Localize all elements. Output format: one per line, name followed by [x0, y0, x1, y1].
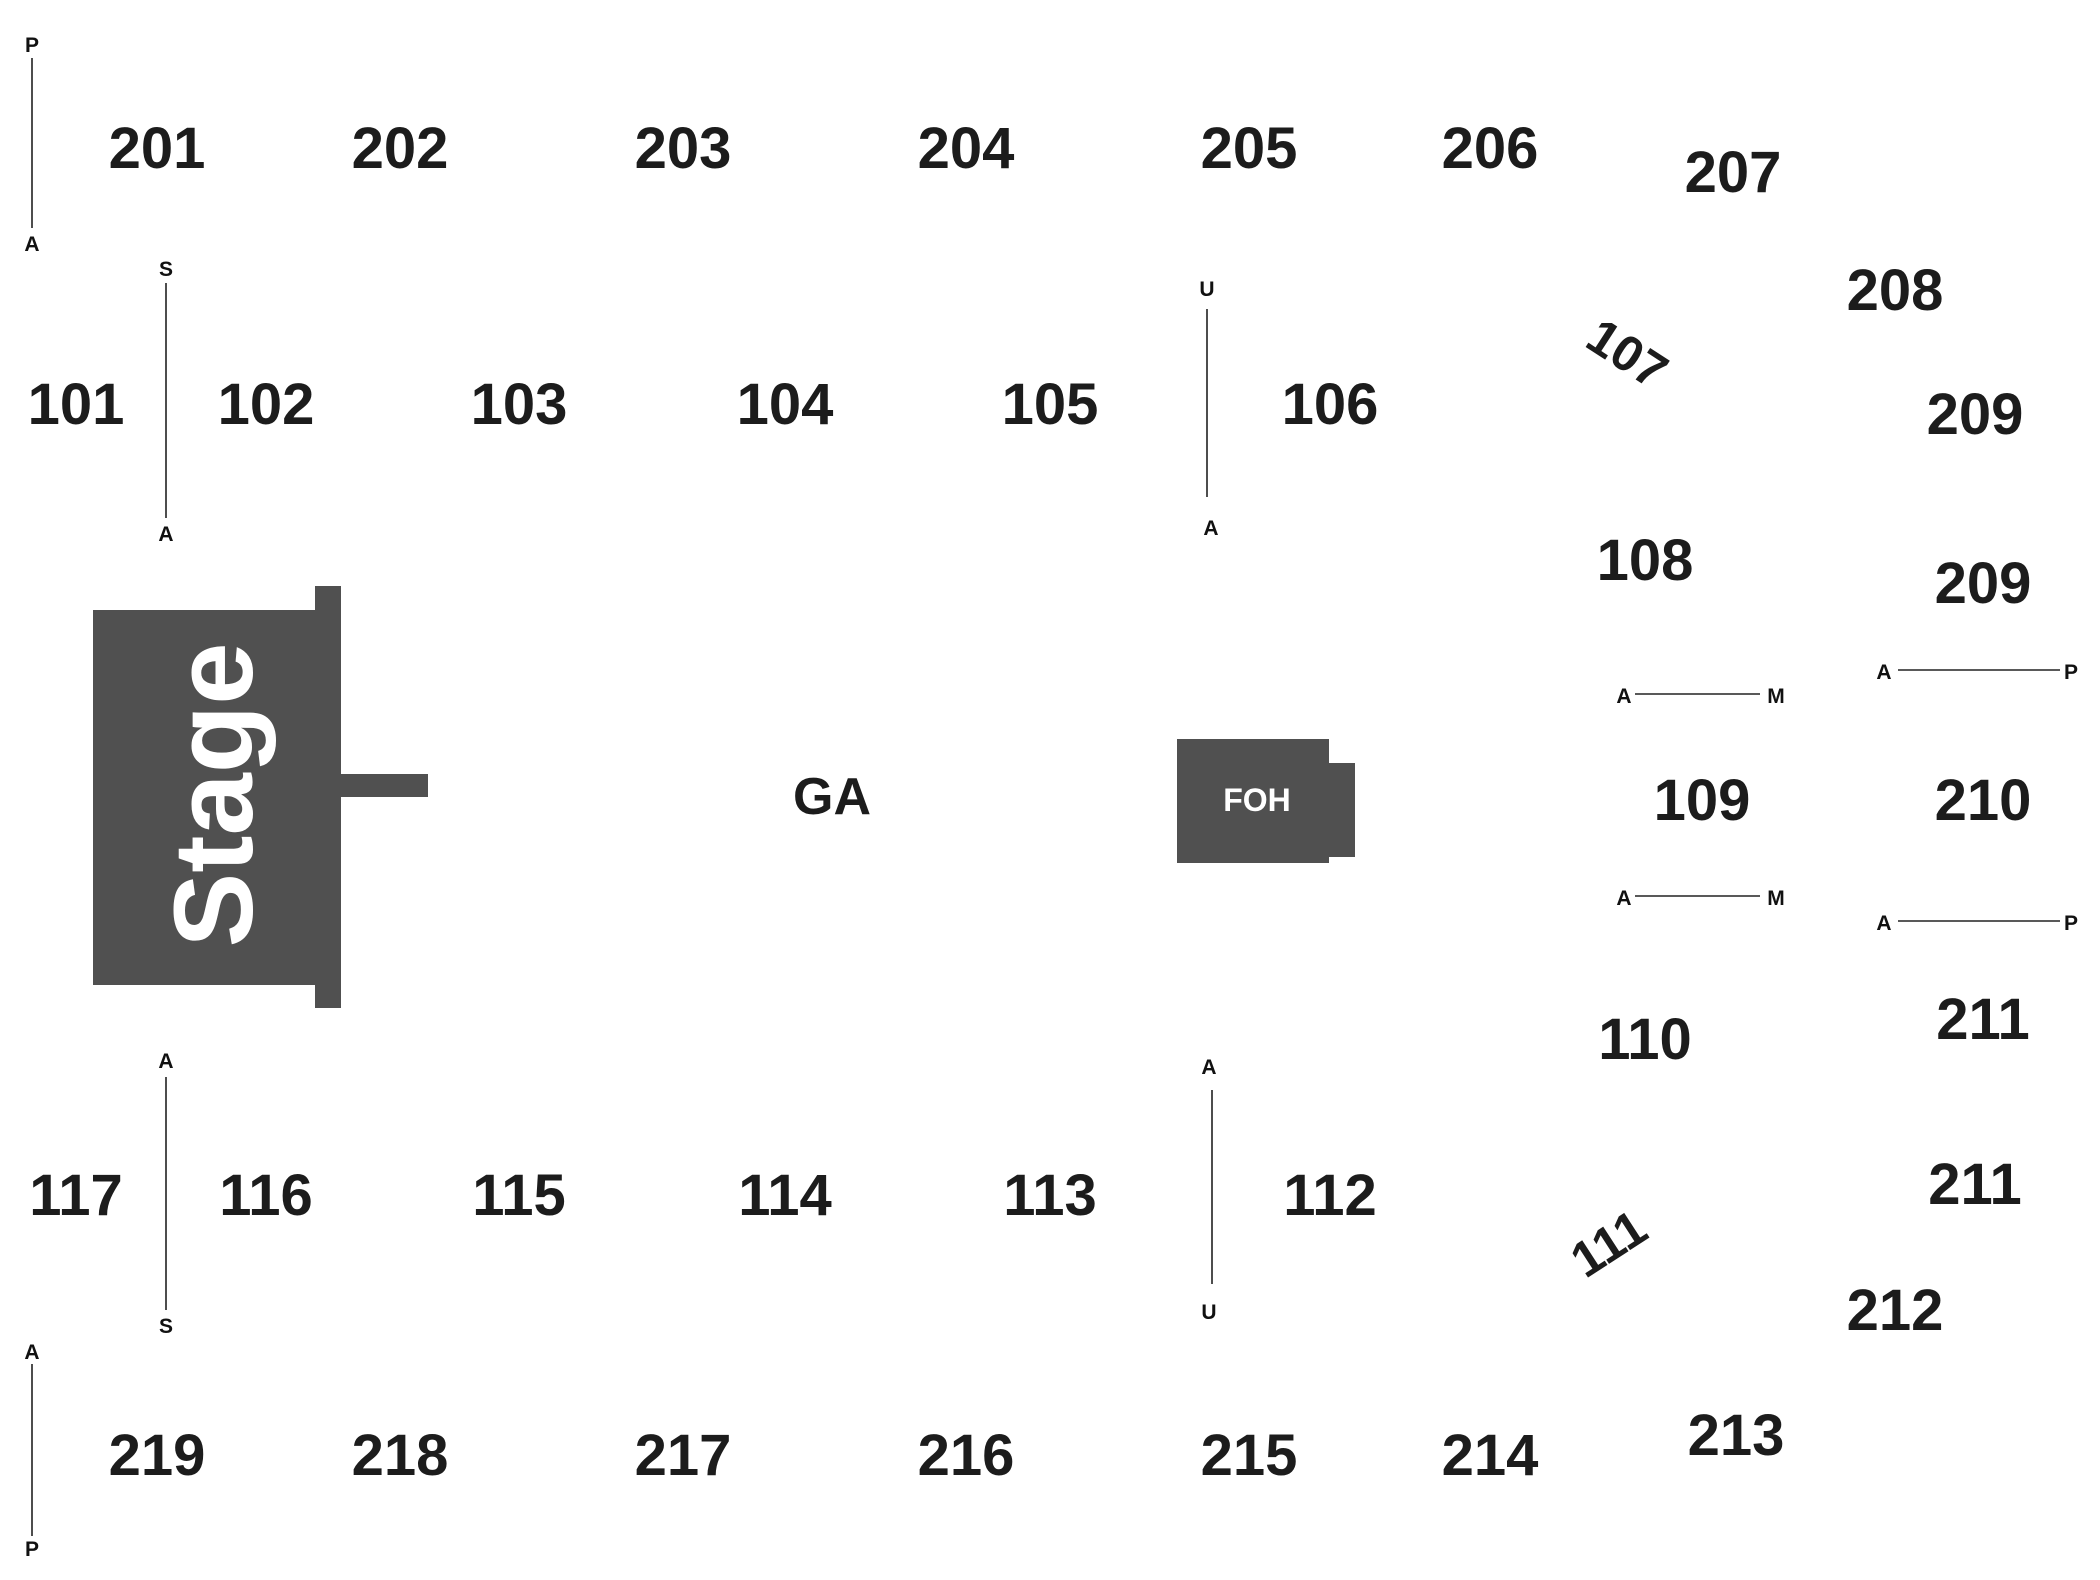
row-marker-116-bottom: S [159, 1315, 173, 1338]
section-104[interactable]: 104 [737, 372, 834, 437]
section-213[interactable]: 213 [1688, 1403, 1785, 1468]
stage-runway [338, 774, 428, 797]
section-211-lower[interactable]: 211 [1928, 1152, 2022, 1217]
section-219[interactable]: 219 [109, 1423, 206, 1488]
section-106[interactable]: 106 [1282, 372, 1379, 437]
row-marker-116-top: A [158, 1050, 173, 1073]
section-209-lower[interactable]: 209 [1935, 551, 2032, 616]
stage-front-edge [315, 586, 341, 1008]
section-212[interactable]: 212 [1847, 1278, 1944, 1343]
section-117[interactable]: 117 [29, 1163, 123, 1228]
section-110[interactable]: 110 [1598, 1007, 1692, 1072]
row-marker-109-top-right: M [1767, 685, 1785, 708]
section-116[interactable]: 116 [219, 1163, 313, 1228]
row-marker-210-top-right: P [2064, 661, 2078, 684]
section-210[interactable]: 210 [1935, 768, 2032, 833]
row-marker-left-lower-bottom: P [25, 1538, 39, 1561]
section-103[interactable]: 103 [471, 372, 568, 437]
section-101[interactable]: 101 [28, 372, 125, 437]
section-206[interactable]: 206 [1442, 116, 1539, 181]
row-marker-left-upper-top: P [25, 34, 39, 57]
row-marker-210-bottom-right: P [2064, 912, 2078, 935]
section-109[interactable]: 109 [1654, 768, 1751, 833]
section-204[interactable]: 204 [918, 116, 1015, 181]
section-215[interactable]: 215 [1201, 1423, 1298, 1488]
stage[interactable]: Stage [93, 586, 428, 1008]
section-209-upper[interactable]: 209 [1927, 382, 2024, 447]
row-marker-106-bottom: A [1203, 517, 1218, 540]
foh-block [1177, 739, 1329, 863]
row-marker-109-bottom-right: M [1767, 887, 1785, 910]
section-111[interactable]: 111 [1561, 1199, 1657, 1288]
section-113[interactable]: 113 [1003, 1163, 1097, 1228]
row-marker-109-bottom-left: A [1616, 887, 1631, 910]
row-marker-102-top: S [159, 258, 173, 281]
row-marker-112-top: A [1201, 1056, 1216, 1079]
row-marker-left-upper-bottom: A [24, 233, 39, 256]
foh-label: FOH [1223, 782, 1291, 818]
row-marker-112-bottom: U [1201, 1301, 1216, 1324]
stage-main-block [93, 610, 318, 985]
row-marker-109-top-left: A [1616, 685, 1631, 708]
section-115[interactable]: 115 [472, 1163, 566, 1228]
section-201[interactable]: 201 [109, 116, 206, 181]
row-marker-210-top-left: A [1876, 661, 1891, 684]
ga-floor-label[interactable]: GA [793, 768, 871, 826]
section-205[interactable]: 205 [1201, 116, 1298, 181]
row-marker-left-lower-top: A [24, 1341, 39, 1364]
section-207[interactable]: 207 [1685, 140, 1782, 205]
foh-block-extension [1325, 763, 1355, 857]
section-107[interactable]: 107 [1577, 308, 1677, 400]
section-216[interactable]: 216 [918, 1423, 1015, 1488]
section-214[interactable]: 214 [1442, 1423, 1539, 1488]
section-203[interactable]: 203 [635, 116, 732, 181]
row-marker-106-top: U [1199, 278, 1214, 301]
section-217[interactable]: 217 [635, 1423, 732, 1488]
section-211-upper[interactable]: 211 [1936, 987, 2030, 1052]
section-112[interactable]: 112 [1283, 1163, 1377, 1228]
section-114[interactable]: 114 [738, 1163, 832, 1228]
section-202[interactable]: 202 [352, 116, 449, 181]
row-marker-210-bottom-left: A [1876, 912, 1891, 935]
row-marker-102-bottom: A [158, 523, 173, 546]
section-102[interactable]: 102 [218, 372, 315, 437]
section-218[interactable]: 218 [352, 1423, 449, 1488]
section-108[interactable]: 108 [1597, 528, 1694, 593]
section-105[interactable]: 105 [1002, 372, 1099, 437]
section-208[interactable]: 208 [1847, 258, 1944, 323]
stage-label: Stage [151, 643, 276, 948]
row-markers: P A S A U A A M A M A P A P A S A U [24, 34, 2078, 1561]
foh-booth[interactable]: FOH [1177, 739, 1355, 863]
